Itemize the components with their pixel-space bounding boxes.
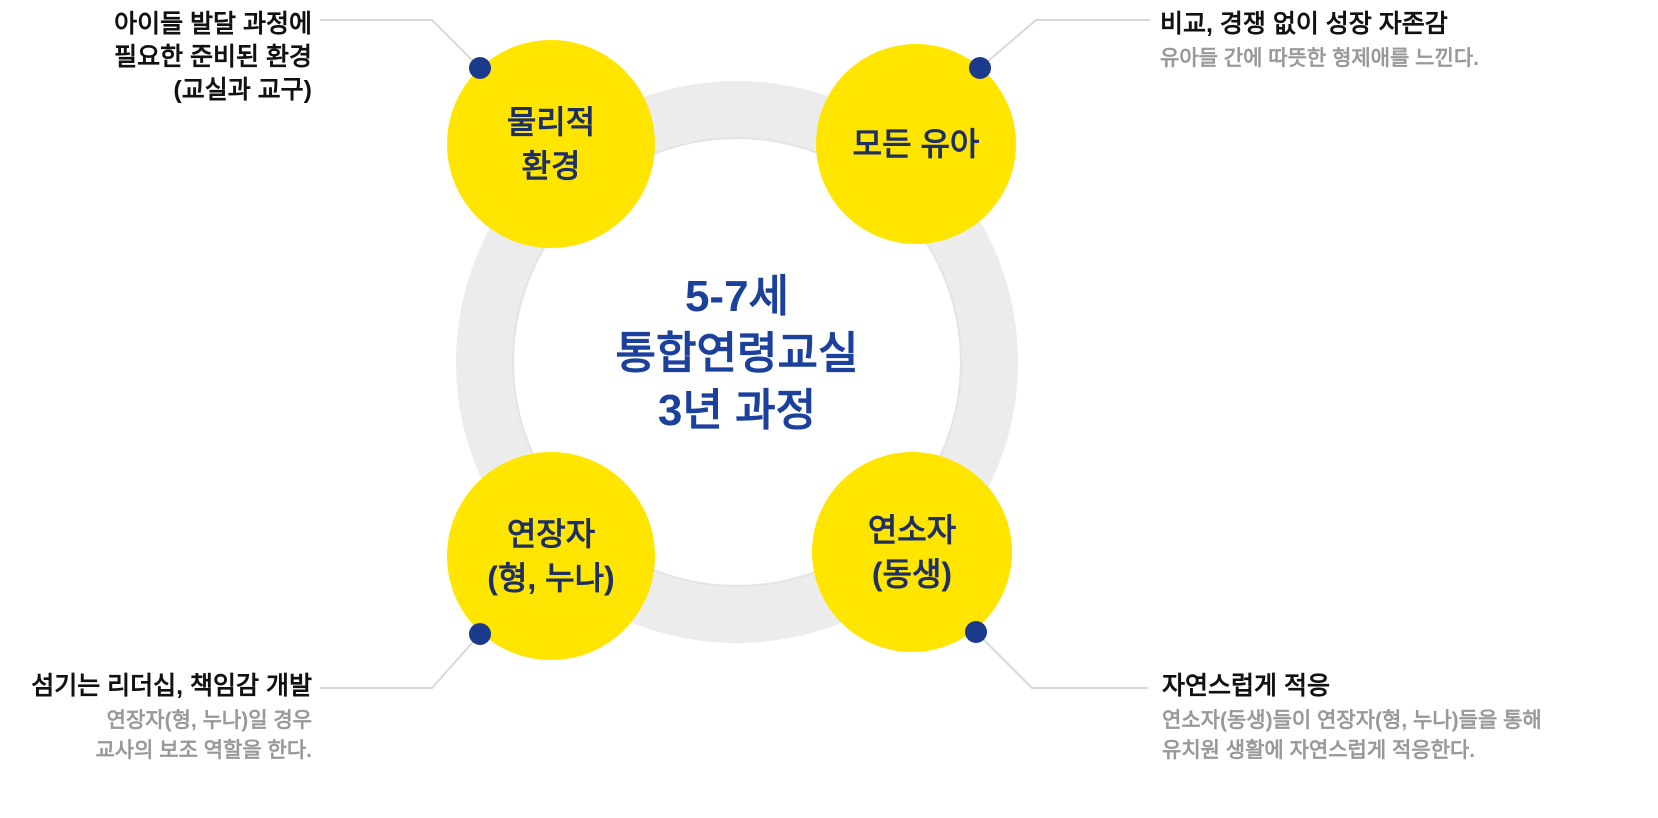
bubble-all-children: 모든 유아: [816, 44, 1016, 244]
center-title-line: 5-7세: [684, 272, 790, 321]
annotation-title-line: 필요한 준비된 환경: [114, 43, 312, 71]
bubble-label-line: 환경: [521, 148, 581, 184]
annotation-title-line: 비교, 경쟁 없이 성장 자존감: [1160, 10, 1448, 38]
bubble-label-line: 연소자: [867, 512, 957, 548]
annotation-prepared-environment: 아이들 발달 과정에 필요한 준비된 환경 (교실과 교구): [0, 8, 312, 107]
annotation-title-line: 자연스럽게 적응: [1162, 672, 1330, 700]
bubble-label-line: 모든 유아: [852, 126, 980, 162]
center-title-line: 3년 과정: [657, 386, 817, 435]
annotation-growth-self-esteem: 비교, 경쟁 없이 성장 자존감 유아들 간에 따뜻한 형제애를 느낀다.: [1160, 8, 1630, 74]
bubble-physical-environment: 물리적 환경: [447, 40, 655, 248]
bubble-label-line: 물리적: [506, 104, 596, 140]
bubble-label-line: 연장자: [506, 516, 596, 552]
bubble-label-line: (형, 누나): [487, 560, 615, 596]
annotation-servant-leadership: 섬기는 리더십, 책임감 개발 연장자(형, 누나)일 경우 교사의 보조 역할…: [0, 670, 312, 766]
annotation-desc-line: 연장자(형, 누나)일 경우: [106, 709, 312, 732]
annotation-title-line: 섬기는 리더십, 책임감 개발: [31, 672, 312, 700]
annotation-title-line: (교실과 교구): [173, 76, 312, 104]
annotation-desc-line: 유아들 간에 따뜻한 형제애를 느낀다.: [1160, 47, 1479, 70]
annotation-desc-line: 연소자(동생)들이 연장자(형, 누나)들을 통해: [1162, 709, 1542, 732]
center-title-line: 통합연령교실: [615, 329, 859, 378]
bubble-younger: 연소자 (동생): [812, 452, 1012, 652]
annotation-natural-adaptation: 자연스럽게 적응 연소자(동생)들이 연장자(형, 누나)들을 통해 유치원 생…: [1162, 670, 1642, 766]
annotation-title-line: 아이들 발달 과정에: [114, 10, 312, 38]
ring-inner-edge: [512, 137, 962, 587]
ring: [456, 81, 1018, 643]
bubble-label-line: (동생): [871, 556, 953, 592]
annotation-desc-line: 교사의 보조 역할을 한다.: [95, 739, 312, 762]
bubble-elder: 연장자 (형, 누나): [447, 452, 655, 660]
center-title: 5-7세 통합연령교실 3년 과정: [537, 268, 937, 439]
annotation-desc-line: 유치원 생활에 자연스럽게 적응한다.: [1162, 739, 1476, 762]
